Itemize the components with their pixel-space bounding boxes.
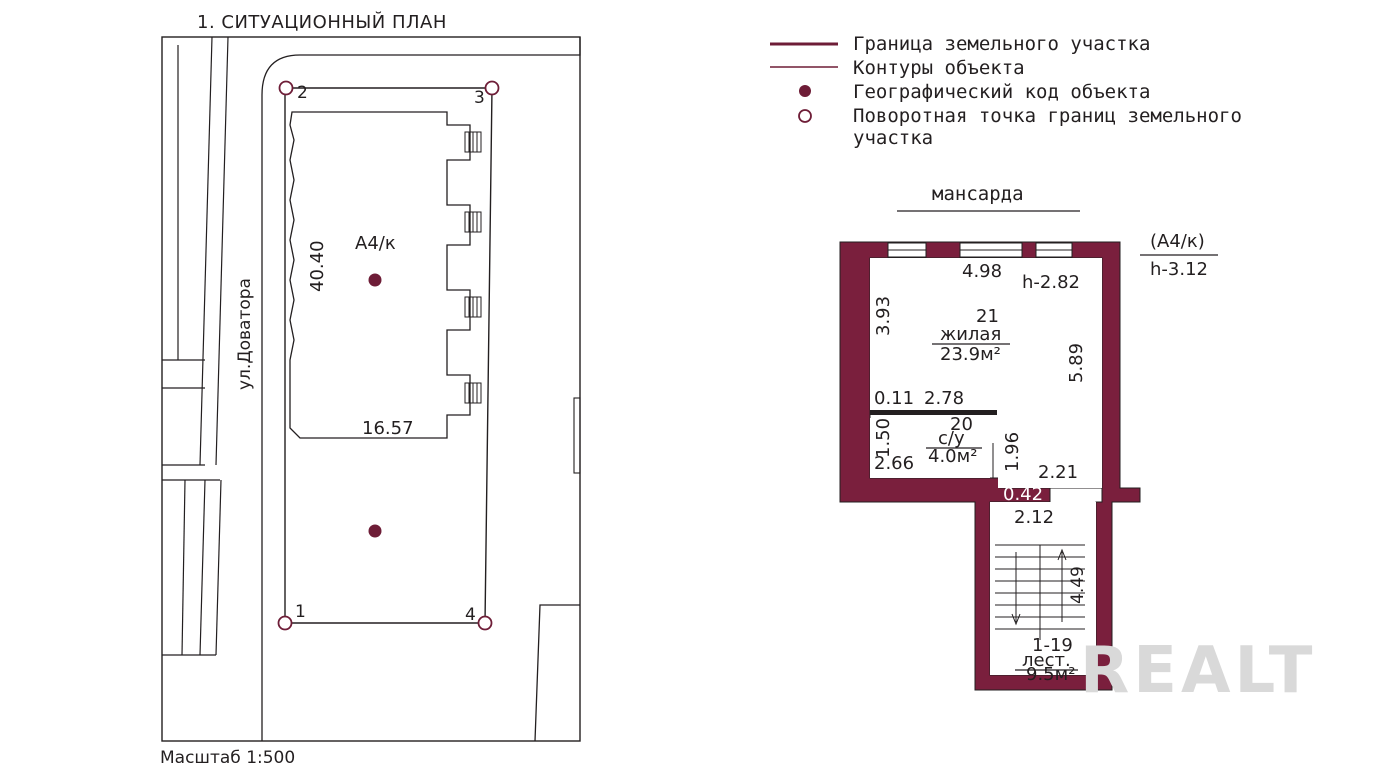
legend: Граница земельного участка Контуры объек…	[770, 33, 1242, 149]
room-19-number: 1-19	[1032, 635, 1073, 656]
floor-height-total: h-3.12	[1150, 259, 1208, 280]
room-height: h-2.82	[1022, 272, 1080, 293]
room-19-name: лест.	[1022, 650, 1071, 671]
dim-wall-thick: 0.42	[1003, 484, 1043, 505]
point-label-3: 3	[474, 88, 485, 108]
point-label-2: 2	[297, 83, 308, 103]
side-marker	[573, 397, 581, 474]
room-living	[870, 258, 1102, 410]
room-20-number: 20	[950, 414, 973, 435]
legend-item-turning-point: Поворотная точка границ земельного	[853, 105, 1242, 127]
room-21-name: жилая	[940, 324, 1001, 345]
staircase	[995, 544, 1085, 640]
street-label: ул.Доватора	[235, 278, 255, 390]
dim-bath-width: 2.66	[874, 453, 914, 474]
dim-bath-height: 1.50	[873, 418, 894, 458]
stair-hatches	[464, 131, 482, 404]
dim-stair-len: 4.49	[1068, 566, 1088, 604]
windows	[887, 242, 1073, 258]
legend-item-turning-point-cont: участка	[853, 127, 933, 149]
geo-code-dot-building	[368, 273, 382, 287]
floor-plan: мансарда (А4/к) h-3.12	[839, 183, 1218, 691]
dim-right-width: 2.21	[1038, 462, 1078, 483]
room-21-area: 23.9м²	[940, 344, 1001, 365]
partition-wall	[870, 410, 997, 415]
scale-label: Масштаб 1:500	[160, 748, 295, 768]
site-plan-title: 1. СИТУАЦИОННЫЙ ПЛАН	[197, 11, 447, 33]
legend-item-contour: Контуры объекта	[853, 57, 1025, 79]
floor-code: (А4/к)	[1150, 231, 1205, 252]
street-band	[162, 36, 229, 656]
dim-partition-offset: 0.11	[874, 388, 914, 409]
plot-outline	[261, 37, 581, 741]
dim-stair-width: 2.12	[1014, 507, 1054, 528]
dim-bath-depth: 1.96	[1002, 432, 1023, 472]
legend-item-geo-code: Географический код объекта	[853, 81, 1150, 103]
building-width-label: 16.57	[362, 418, 414, 439]
site-frame	[161, 36, 581, 742]
room-21-number: 21	[976, 306, 999, 327]
room-20-name: с/у	[938, 428, 965, 449]
geo-code-dot-plot	[368, 524, 382, 538]
turning-point-2	[278, 80, 294, 96]
site-plan: 1. СИТУАЦИОННЫЙ ПЛАН ул.Доватора	[160, 11, 581, 768]
building-length-label: 40.40	[307, 240, 328, 292]
turning-point-3	[484, 80, 500, 96]
room-19-area: 9.5м²	[1026, 664, 1075, 685]
dim-partition-len: 2.78	[924, 388, 964, 409]
room-corridor	[998, 413, 1102, 488]
watermark-logo: REALT	[1080, 634, 1316, 708]
dim-right-height: 5.89	[1066, 343, 1087, 383]
legend-open-circle-icon	[798, 109, 812, 123]
floor-name: мансарда	[932, 183, 1024, 205]
dim-left-height: 3.93	[873, 296, 894, 336]
room-20-area: 4.0м²	[928, 446, 977, 467]
dim-top-width: 4.98	[962, 261, 1002, 282]
building-code-label: А4/к	[355, 233, 396, 254]
neighbor-outline	[534, 604, 580, 742]
land-boundary	[284, 87, 493, 624]
room-stair	[990, 502, 1096, 675]
turning-point-4	[477, 615, 493, 631]
building-outline	[289, 111, 471, 439]
turning-point-1	[277, 615, 293, 631]
legend-filled-dot-icon	[799, 85, 811, 97]
legend-item-boundary: Граница земельного участка	[853, 33, 1150, 55]
point-label-1: 1	[295, 602, 306, 622]
point-label-4: 4	[465, 605, 476, 625]
